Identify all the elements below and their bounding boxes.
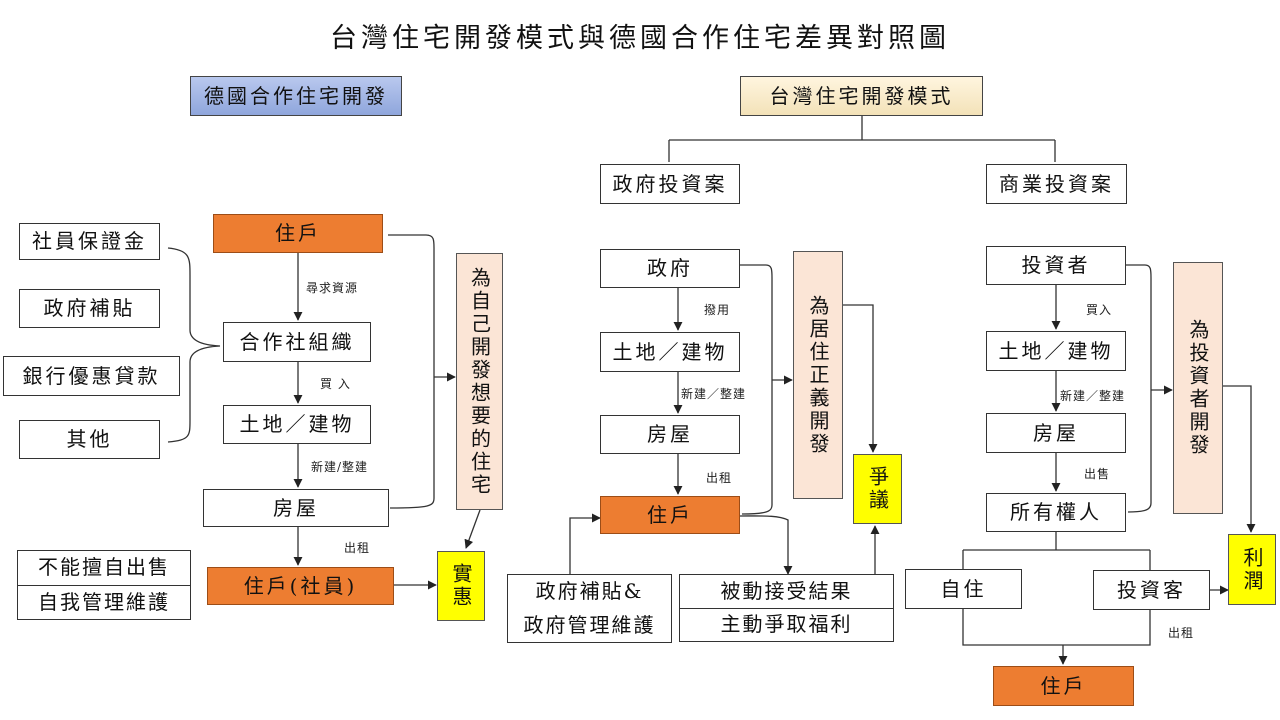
- fund-other: 其他: [19, 420, 160, 459]
- rule-no-resale: 不能擅自出售: [18, 551, 190, 586]
- german-bracket: [388, 234, 435, 509]
- funds-brace: [167, 247, 221, 443]
- german-header: 德國合作住宅開發: [190, 76, 402, 116]
- rule-self-management: 自我管理維護: [38, 589, 170, 614]
- fund-member-deposit: 社員保證金: [19, 223, 160, 260]
- arrow-gov-purpose-to-result: [843, 304, 878, 453]
- taiwan-header: 台灣住宅開發模式: [740, 76, 983, 116]
- german-resident: 住戶: [213, 214, 383, 253]
- label-allocate: 撥用: [704, 303, 731, 317]
- com-purpose-text: 為投資者開發: [1186, 319, 1210, 457]
- label-buy-in: 買 入: [320, 377, 351, 391]
- gov-result: 爭議: [853, 454, 902, 524]
- gov-support-subsidy: 政府補貼&: [535, 579, 644, 604]
- fund-bank-loan: 銀行優惠貸款: [3, 356, 180, 396]
- german-rules: 不能擅自出售 自我管理維護: [17, 550, 191, 620]
- passive-acceptance: 被動接受結果: [680, 575, 893, 609]
- gov-land-building: 土地／建物: [600, 332, 740, 372]
- com-bracket: [1126, 264, 1152, 513]
- label-gov-rent: 出租: [706, 471, 733, 485]
- arrow-support-to-resident: [569, 513, 601, 574]
- resident-attitude: 被動接受結果 主動爭取福利: [679, 574, 894, 642]
- gov-box: 政府: [600, 249, 740, 288]
- label-com-rent: 出租: [1168, 626, 1195, 640]
- german-purpose: 為自己開發想要的住宅: [456, 253, 503, 510]
- com-result: 利潤: [1228, 534, 1276, 605]
- label-com-buy: 買入: [1086, 303, 1113, 317]
- label-rent: 出租: [344, 541, 371, 555]
- label-seek-resources: 尋求資源: [306, 281, 359, 295]
- label-sell: 出售: [1084, 467, 1111, 481]
- german-result: 實惠: [437, 551, 485, 621]
- speculator: 投資客: [1093, 570, 1210, 610]
- gov-support: 政府補貼& 政府管理維護: [507, 574, 672, 643]
- german-land-building: 土地／建物: [223, 405, 371, 444]
- active-welfare: 主動爭取福利: [720, 612, 853, 637]
- gov-support-maintenance: 政府管理維護: [523, 612, 656, 637]
- gov-purpose-text: 為居住正義開發: [806, 294, 830, 456]
- label-new-renovate: 新建/整建: [311, 460, 369, 474]
- com-land-building: 土地／建物: [986, 331, 1126, 371]
- investor-box: 投資者: [986, 246, 1126, 285]
- german-house: 房屋: [203, 489, 389, 527]
- owner-box: 所有權人: [986, 493, 1126, 532]
- coop-organization: 合作社組織: [223, 322, 371, 362]
- rent-bracket: [962, 609, 1151, 646]
- self-occupied: 自住: [905, 569, 1022, 609]
- com-house: 房屋: [986, 413, 1126, 453]
- com-purpose: 為投資者開發: [1173, 262, 1223, 514]
- gov-purpose: 為居住正義開發: [793, 251, 843, 499]
- label-com-new-renovate: 新建／整建: [1060, 389, 1126, 403]
- fund-gov-subsidy: 政府補貼: [19, 289, 160, 328]
- gov-investment-header: 政府投資案: [600, 164, 740, 204]
- page-title: 台灣住宅開發模式與德國合作住宅差異對照圖: [330, 23, 950, 54]
- gov-bracket: [740, 264, 773, 515]
- arrow-purpose-to-result: [464, 509, 481, 549]
- german-member-resident: 住戶(社員): [207, 567, 394, 605]
- label-gov-new-renovate: 新建／整建: [681, 387, 747, 401]
- german-purpose-text: 為自己開發想要的住宅: [467, 266, 492, 497]
- arrow-resident-to-passive: [739, 515, 793, 575]
- arrow-com-purpose-to-result: [1222, 385, 1256, 533]
- com-resident: 住戶: [993, 666, 1134, 706]
- gov-house: 房屋: [600, 415, 740, 454]
- commercial-investment-header: 商業投資案: [986, 164, 1127, 204]
- com-result-text: 利潤: [1240, 546, 1264, 593]
- german-result-text: 實惠: [449, 563, 473, 609]
- gov-resident: 住戶: [600, 496, 740, 534]
- gov-result-text: 爭議: [865, 466, 890, 512]
